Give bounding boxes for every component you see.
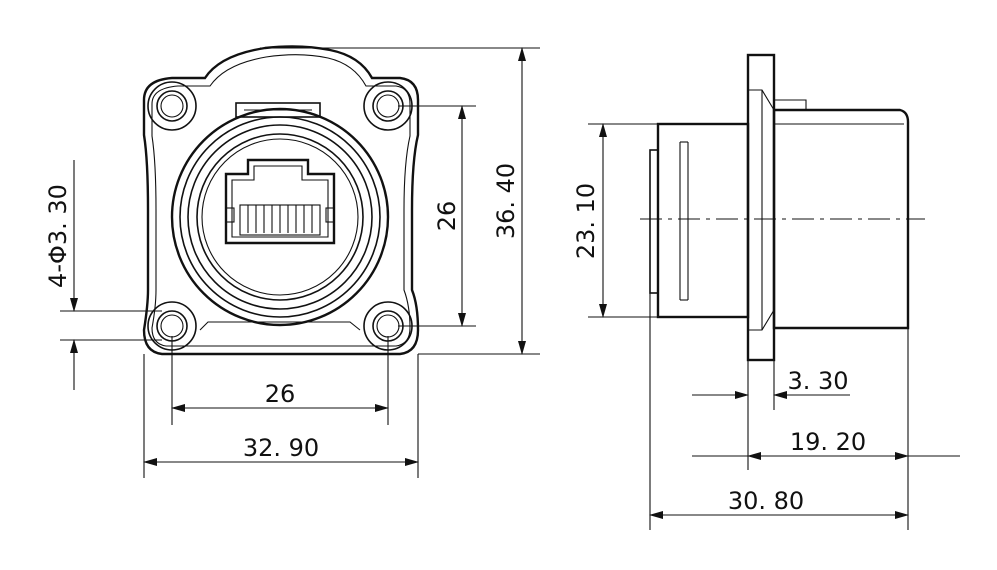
mounting-hole-top-left [147,81,197,131]
label-rear-length: 19. 20 [790,428,866,456]
rj45-port [224,158,336,245]
label-total-height: 36. 40 [492,163,520,239]
outer-ring-2 [179,116,381,318]
front-body [656,122,750,319]
outer-ring [170,107,390,327]
front-flange-inner [151,54,411,347]
label-hole-spacing-v: 26 [433,201,461,232]
label-holes: 4-Φ3. 30 [44,184,72,288]
front-view: 26 32. 90 26 36. 40 4-Φ3. 30 [44,45,540,478]
inner-ring-2 [201,138,359,296]
side-view: 23. 10 3. 30 19. 20 30. 80 [572,53,960,530]
middle-ring [187,124,373,310]
flange [746,53,776,362]
front-bottom-band [199,321,361,331]
label-total-length: 30. 80 [728,487,804,515]
inner-ring [196,133,364,301]
rear-body [772,108,910,330]
label-flange-thickness: 3. 30 [787,367,848,395]
label-hole-spacing-h: 26 [265,380,296,408]
label-total-width: 32. 90 [243,434,319,462]
front-lip [649,149,659,294]
label-body-height: 23. 10 [572,183,600,259]
front-flange-outline [142,45,420,356]
